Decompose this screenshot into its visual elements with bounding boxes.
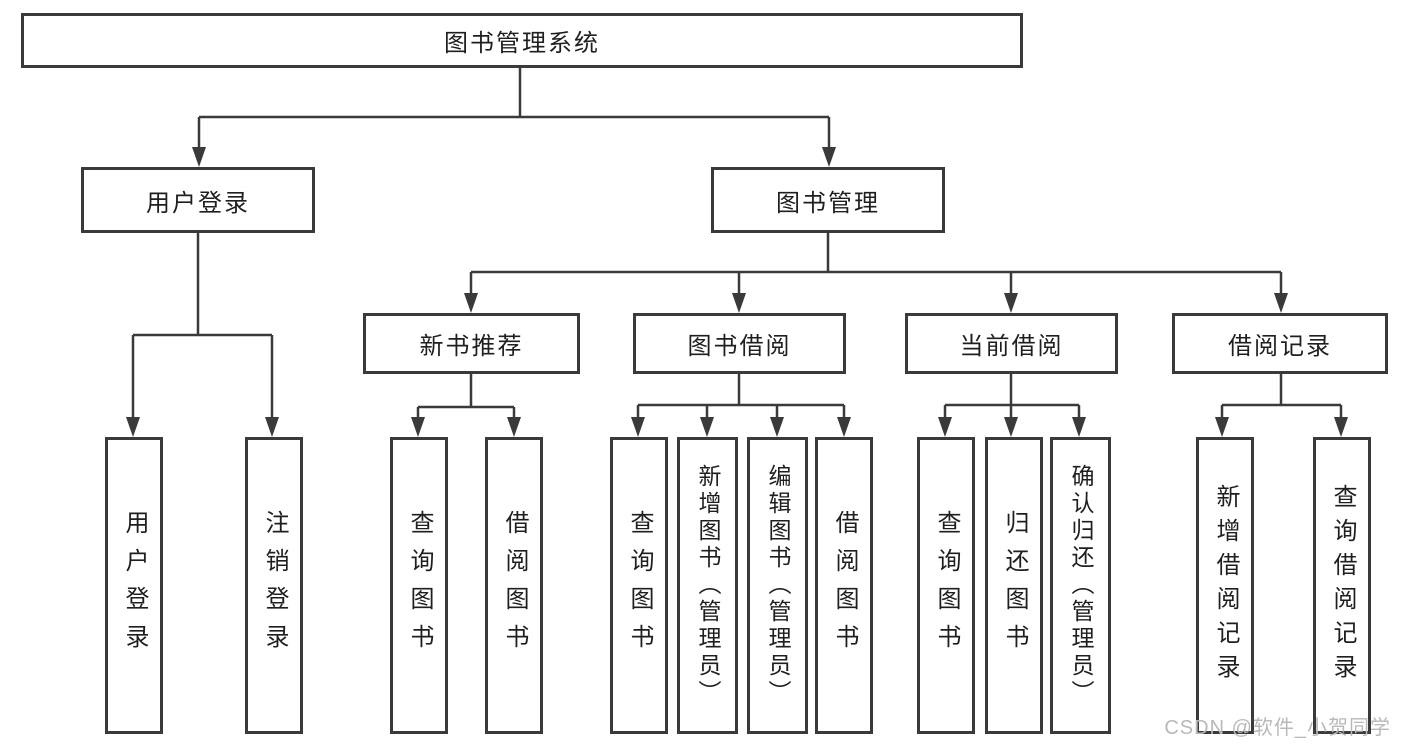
leaf-add-book-admin-label: 新增图书（管理员）	[695, 464, 721, 707]
leaf-add-book-admin: 新增图书（管理员）	[677, 437, 738, 734]
node-book-management-label: 图书管理	[776, 189, 880, 217]
leaf-edit-book-admin: 编辑图书（管理员）	[747, 437, 808, 734]
leaf-logout: 注销登录	[245, 437, 303, 734]
node-root-system-label: 图书管理系统	[444, 30, 600, 57]
leaf-recommend-borrow-book: 借阅图书	[485, 437, 543, 734]
node-book-management: 图书管理	[711, 167, 945, 233]
leaf-recommend-query-book: 查询图书	[390, 437, 448, 734]
leaf-current-query-book-label: 查询图书	[933, 509, 960, 662]
leaf-return-book-label: 归还图书	[1001, 509, 1028, 662]
node-book-borrow-label: 图书借阅	[687, 333, 792, 360]
leaf-user-login-label: 用户登录	[121, 509, 148, 662]
leaf-recommend-query-book-label: 查询图书	[406, 509, 433, 662]
leaf-add-borrow-record: 新增借阅记录	[1196, 437, 1254, 734]
leaf-user-login: 用户登录	[105, 437, 163, 734]
leaf-recommend-borrow-book-label: 借阅图书	[501, 509, 528, 662]
csdn-watermark: CSDN @软件_小贺同学	[1164, 717, 1391, 739]
node-user-login-label: 用户登录	[146, 189, 250, 217]
node-book-borrow: 图书借阅	[633, 313, 846, 374]
leaf-borrow-query-book: 查询图书	[610, 437, 668, 734]
node-new-book-recommend: 新书推荐	[363, 313, 580, 374]
leaf-query-borrow-record-label: 查询借阅记录	[1329, 483, 1356, 688]
node-current-borrow: 当前借阅	[905, 313, 1118, 374]
leaf-confirm-return-admin-label: 确认归还（管理员）	[1068, 464, 1094, 707]
node-user-login: 用户登录	[81, 167, 315, 233]
node-new-book-recommend-label: 新书推荐	[419, 333, 524, 360]
leaf-confirm-return-admin: 确认归还（管理员）	[1050, 437, 1111, 734]
leaf-current-query-book: 查询图书	[917, 437, 975, 734]
node-borrow-record: 借阅记录	[1172, 313, 1388, 374]
leaf-logout-label: 注销登录	[261, 509, 288, 662]
leaf-borrow-book-label: 借阅图书	[831, 509, 858, 662]
node-borrow-record-label: 借阅记录	[1228, 333, 1332, 360]
leaf-return-book: 归还图书	[985, 437, 1043, 734]
leaf-query-borrow-record: 查询借阅记录	[1313, 437, 1371, 734]
leaf-borrow-query-book-label: 查询图书	[626, 509, 653, 662]
leaf-borrow-book: 借阅图书	[815, 437, 873, 734]
leaf-edit-book-admin-label: 编辑图书（管理员）	[765, 464, 791, 707]
node-root-system: 图书管理系统	[21, 13, 1023, 68]
leaf-add-borrow-record-label: 新增借阅记录	[1212, 483, 1239, 688]
node-current-borrow-label: 当前借阅	[959, 333, 1064, 360]
